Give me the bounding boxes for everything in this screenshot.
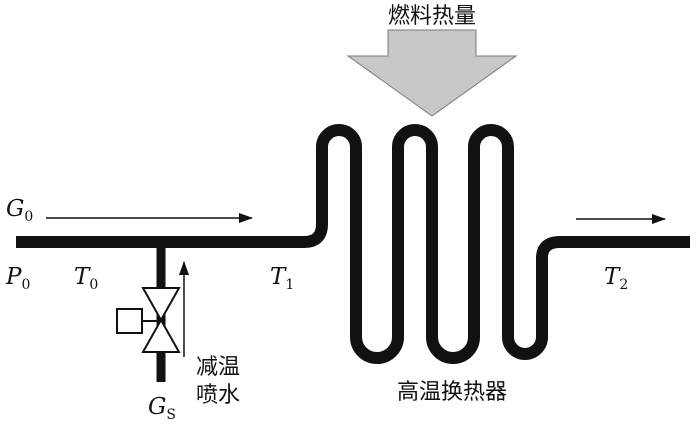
fuel-heat-arrow (346, 29, 518, 117)
spray-label-line2: 喷水 (196, 383, 240, 408)
valve-actuator (116, 308, 143, 334)
inlet-pressure-variable: P0 (5, 264, 30, 293)
exchanger-inlet-temperature-variable: T1 (270, 264, 294, 293)
spray-label-line1: 减温 (196, 355, 240, 380)
spray-flow-variable: GS (148, 394, 176, 423)
main-pipe (16, 124, 690, 364)
heat-exchanger-label: 高温换热器 (397, 380, 507, 405)
outlet-temperature-variable: T2 (604, 264, 628, 293)
inlet-flow-variable: G0 (6, 196, 33, 225)
inlet-temperature-variable: T0 (74, 264, 98, 293)
control-valve (116, 287, 181, 353)
fuel-heat-label: 燃料热量 (388, 4, 476, 29)
